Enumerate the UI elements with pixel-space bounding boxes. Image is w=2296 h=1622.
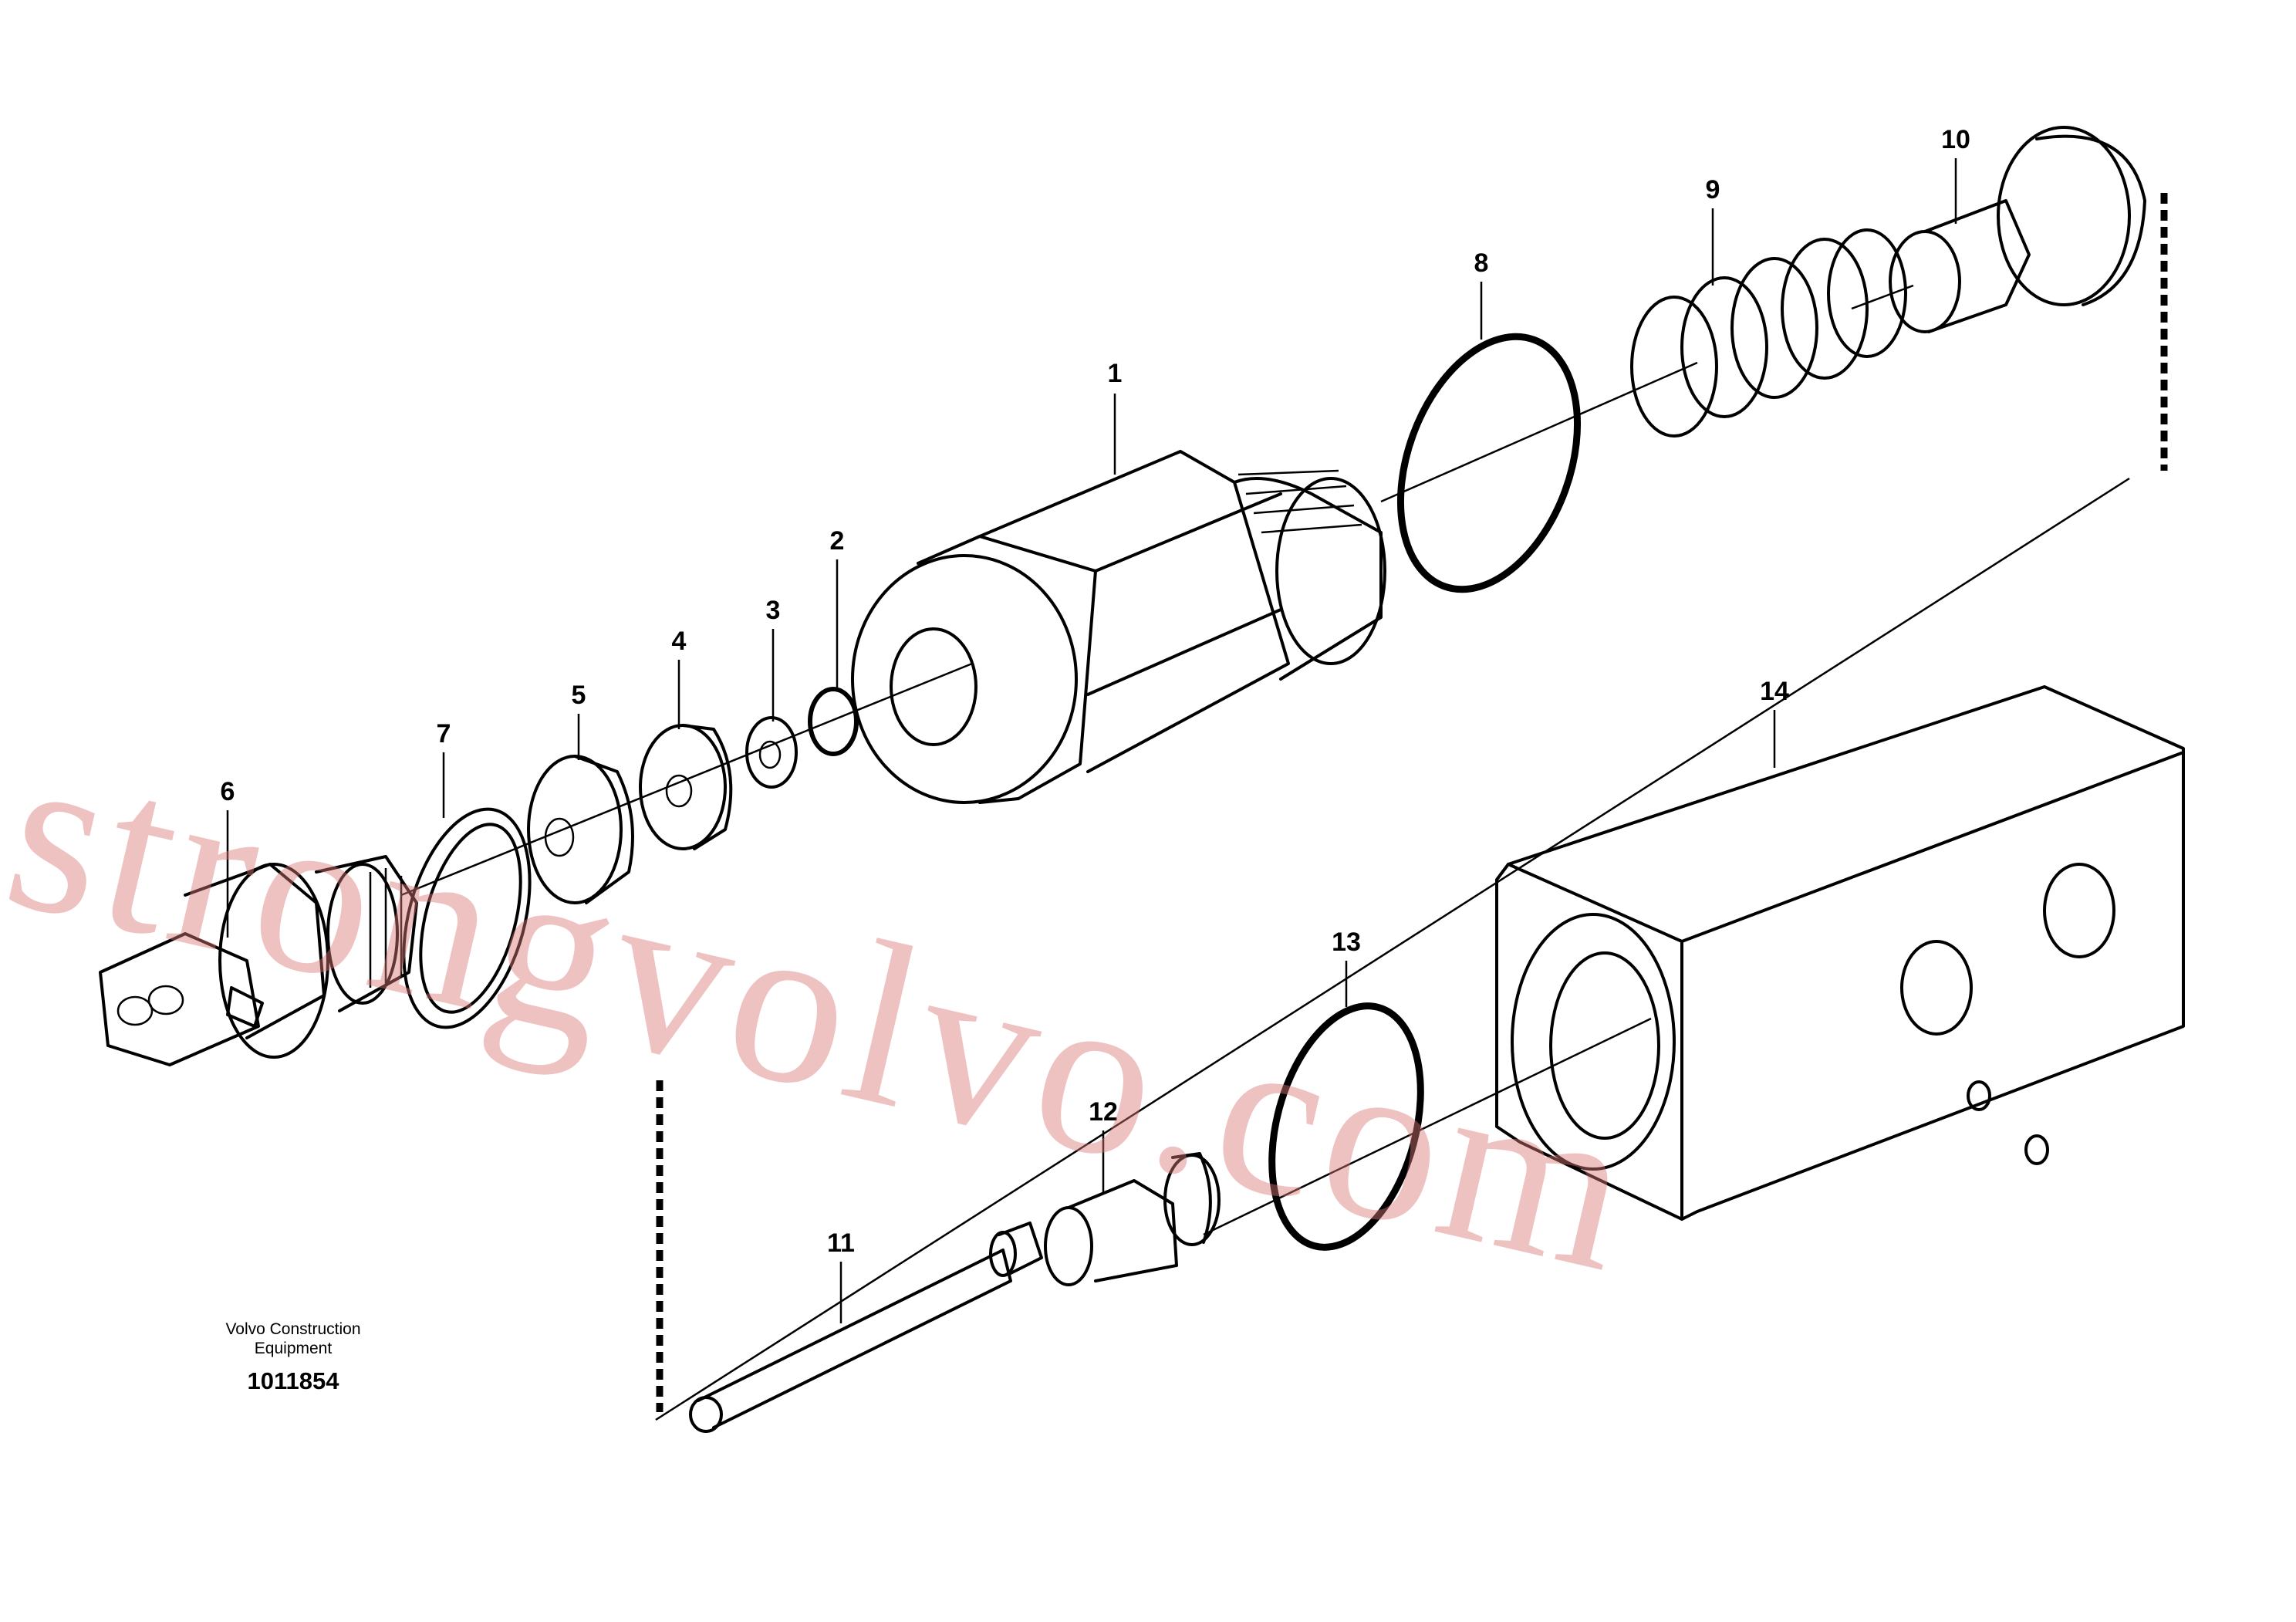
part-5-valve-cup — [527, 755, 634, 904]
part-2-small-o-ring — [808, 687, 859, 756]
part-13-o-ring — [1268, 1002, 1424, 1251]
part-12-spool — [1044, 1152, 1221, 1286]
callout-5: 5 — [572, 681, 586, 710]
part-7-seal-ring — [402, 807, 532, 1029]
brand-line-1: Volvo Construction — [225, 1320, 361, 1338]
callout-2: 2 — [830, 526, 845, 556]
callout-13: 13 — [1332, 928, 1361, 957]
drawing-caption: Volvo Construction Equipment 1011854 — [177, 1320, 409, 1395]
brand-line-2: Equipment — [254, 1340, 333, 1357]
callout-9: 9 — [1706, 175, 1720, 204]
part-10-piston — [1889, 126, 2146, 333]
part-3-small-washer — [745, 716, 798, 789]
part-1-valve-body — [851, 450, 1386, 804]
callout-12: 12 — [1089, 1097, 1118, 1127]
part-14-housing-block — [1495, 685, 2185, 1221]
callout-4: 4 — [672, 627, 687, 656]
part-9-spring — [1630, 228, 1907, 438]
callout-leader-lines — [226, 158, 1957, 1323]
callout-7: 7 — [437, 719, 451, 748]
part-4-washer — [639, 724, 733, 850]
callout-8: 8 — [1474, 248, 1489, 278]
callout-numbers: 1 2 3 4 5 7 6 8 9 10 14 13 12 11 — [221, 125, 1970, 1258]
part-8-o-ring — [1396, 333, 1582, 593]
callout-1: 1 — [1108, 359, 1123, 388]
callout-10: 10 — [1941, 125, 1970, 154]
assembly-axis-lines — [400, 284, 2130, 1421]
part-6-pressure-sensor — [99, 855, 418, 1066]
callout-6: 6 — [221, 777, 235, 806]
dashed-connector-frame — [656, 193, 2168, 1412]
drawing-number: 1011854 — [247, 1367, 339, 1394]
part-11-pin — [689, 1222, 1043, 1433]
callout-11: 11 — [827, 1228, 855, 1258]
callout-14: 14 — [1760, 677, 1789, 706]
callout-3: 3 — [766, 596, 781, 625]
